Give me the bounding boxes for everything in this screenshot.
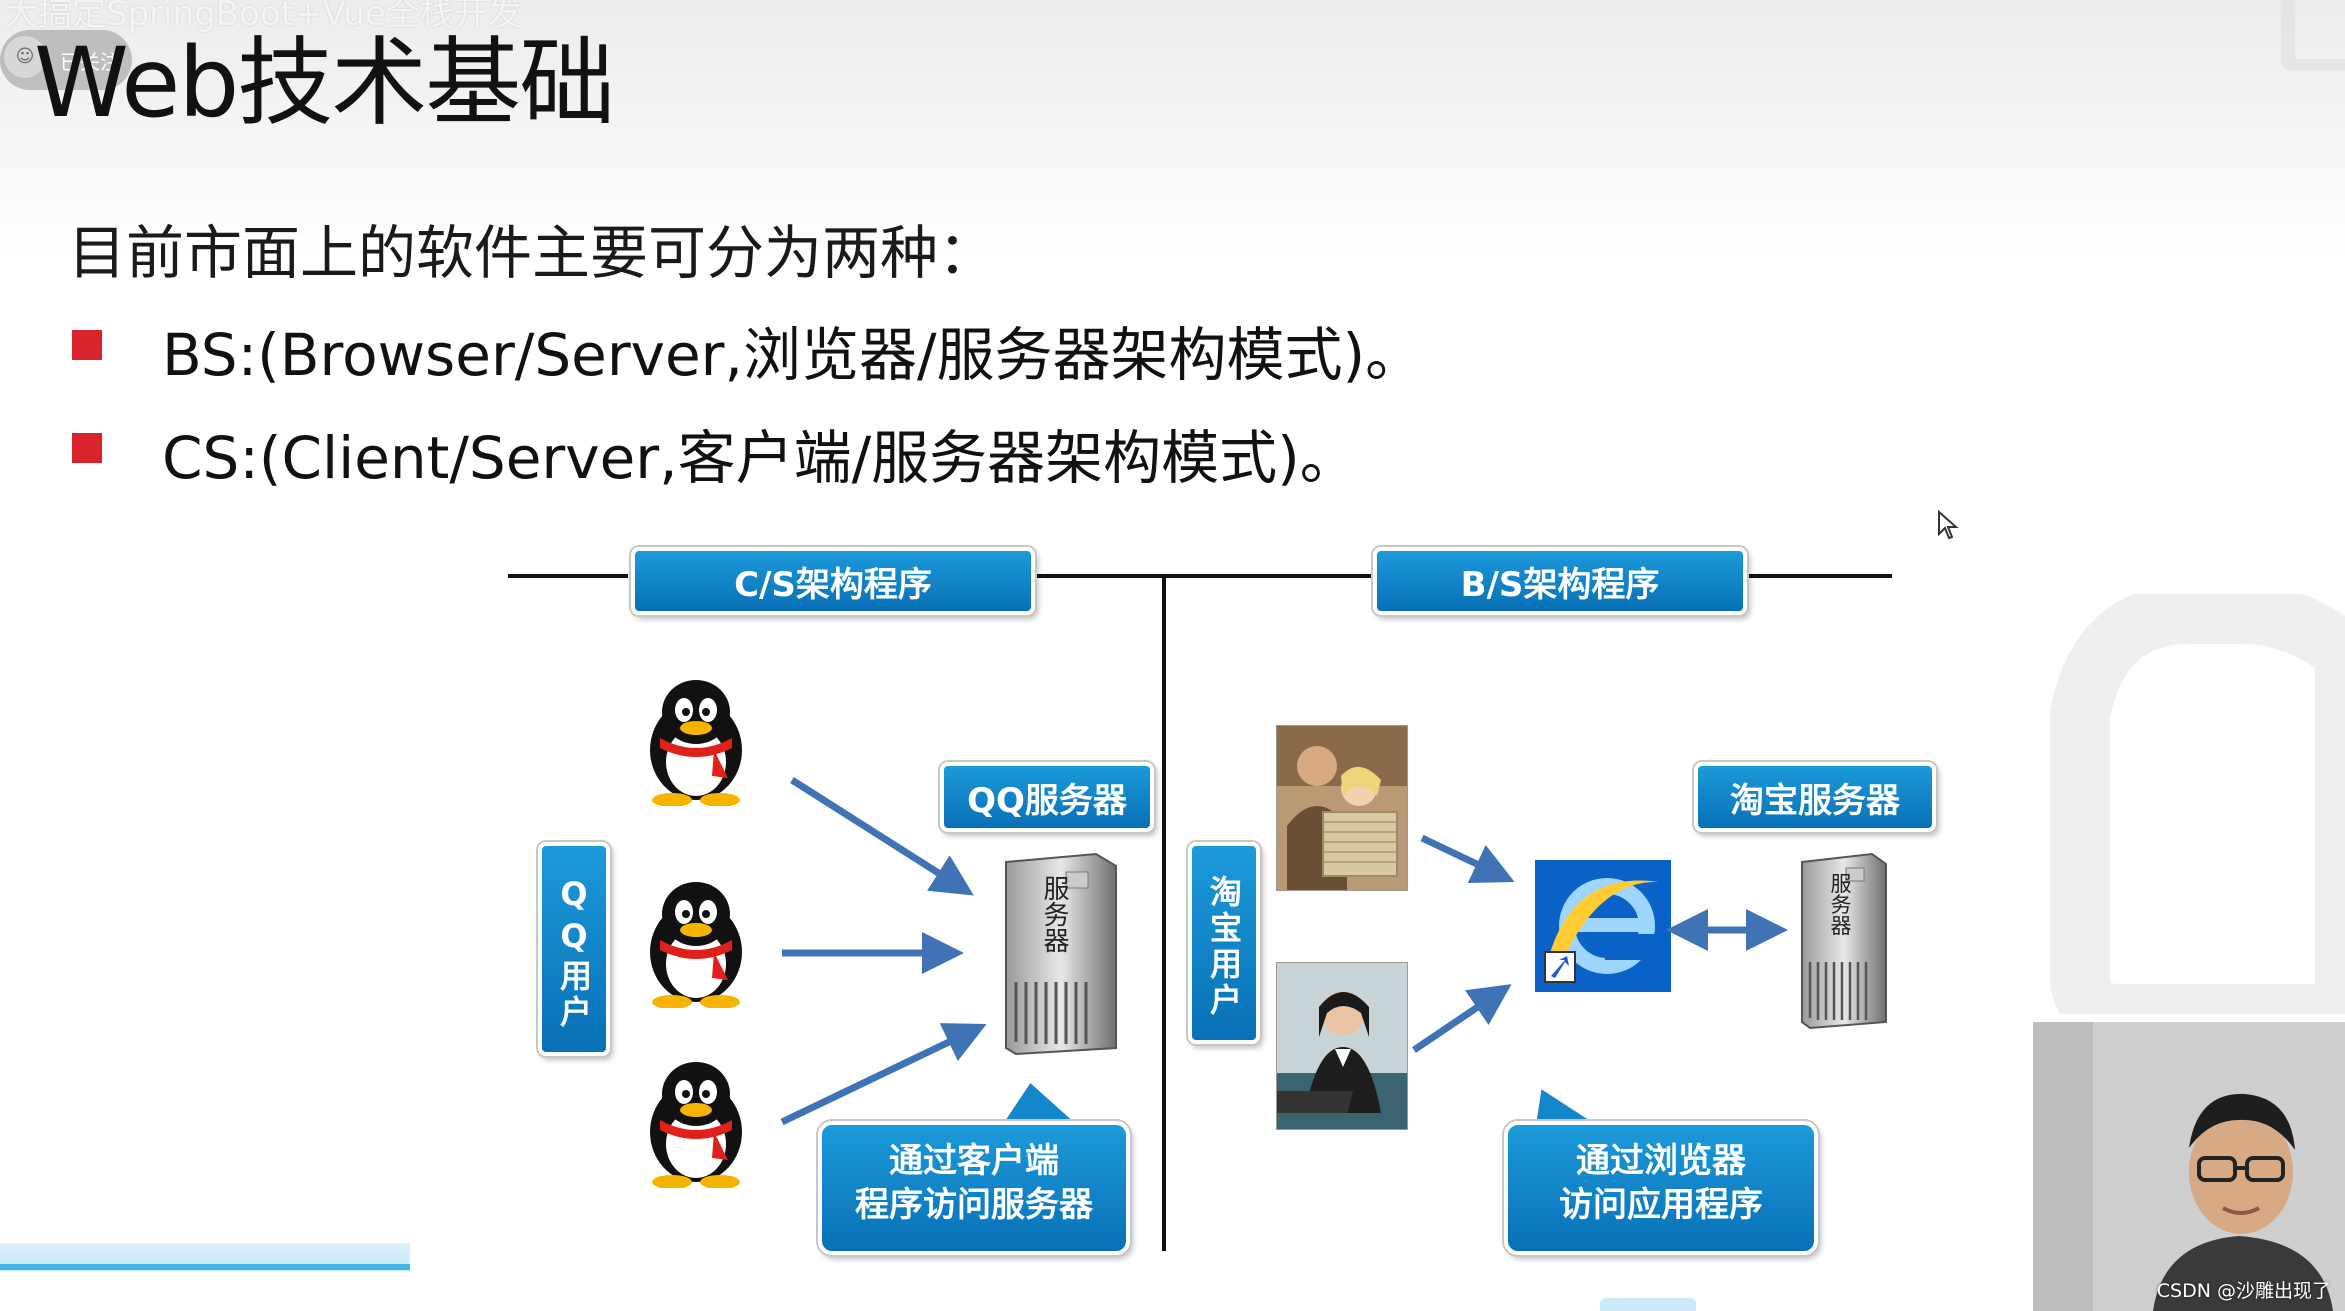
follow-chip[interactable]: ☺ 已关注 [0, 30, 132, 90]
red-square-icon [72, 330, 102, 360]
bilibili-logo-icon [2281, 0, 2345, 70]
bs-callout-line-1: 通过浏览器 [1576, 1141, 1746, 1181]
internet-explorer-icon [1535, 860, 1671, 992]
server-tower-icon: 服务器 [1005, 852, 1117, 1056]
cs-callout: 通过客户端 程序访问服务器 [818, 1121, 1130, 1255]
video-title: 大搞定SpringBoot+Vue全栈开发 [4, 0, 522, 34]
cs-callout-line-2: 程序访问服务器 [855, 1185, 1093, 1225]
taobao-user-label: 淘宝用户 [1188, 842, 1260, 1044]
cs-header-label: C/S架构程序 [631, 547, 1035, 615]
scroll-handle[interactable] [1600, 1298, 1696, 1311]
mouse-cursor-icon [1938, 510, 1959, 540]
cs-callout-line-1: 通过客户端 [889, 1141, 1059, 1181]
taobao-server-label: 淘宝服务器 [1694, 762, 1936, 832]
bullet-cs: CS:(Client/Server,客户端/服务器架构模式)。 [162, 424, 1358, 492]
user-photo-woman [1276, 962, 1408, 1130]
diagram-line-left [508, 574, 628, 578]
bs-callout-line-2: 访问应用程序 [1559, 1185, 1763, 1225]
qq-penguin-icon [650, 680, 742, 806]
slide-title: Web技术基础 [34, 27, 615, 139]
diagram-line-right [1742, 574, 1892, 578]
arrow [1420, 834, 1515, 883]
bullet-bs: BS:(Browser/Server,浏览器/服务器架构模式)。 [162, 321, 1424, 389]
arrow [1412, 984, 1512, 1053]
bilibili-watermark-icon [2050, 594, 2345, 1014]
qq-penguin-icon [650, 1062, 742, 1188]
arrow [790, 777, 974, 896]
arrow [780, 1023, 987, 1126]
progress-bar[interactable] [0, 1264, 410, 1270]
diagram-divider [1162, 575, 1166, 1251]
server-tower-icon: 服务器 [1801, 852, 1887, 1030]
red-square-icon [72, 433, 102, 463]
qq-penguin-icon [650, 882, 742, 1008]
follow-status[interactable]: 已关注 [60, 50, 120, 74]
csdn-credit-text: CSDN @沙雕出现了 [2156, 1280, 2331, 1302]
qq-user-label: QQ用户 [538, 842, 610, 1056]
bs-header-label: B/S架构程序 [1373, 547, 1747, 615]
uploader-avatar-icon[interactable]: ☺ [2, 34, 48, 80]
bs-callout: 通过浏览器 访问应用程序 [1504, 1121, 1818, 1255]
slide-intro: 目前市面上的软件主要可分为两种： [68, 219, 997, 287]
diagram-line-middle [1030, 574, 1372, 578]
user-photo-couple [1276, 725, 1408, 891]
qq-server-label: QQ服务器 [940, 762, 1154, 832]
webcam-overlay: CSDN @沙雕出现了 [2033, 1022, 2345, 1311]
svg-text:服务器: 服务器 [1828, 873, 1852, 936]
svg-text:服务器: 服务器 [1039, 875, 1069, 953]
presenter-webcam-image [2033, 1022, 2345, 1311]
